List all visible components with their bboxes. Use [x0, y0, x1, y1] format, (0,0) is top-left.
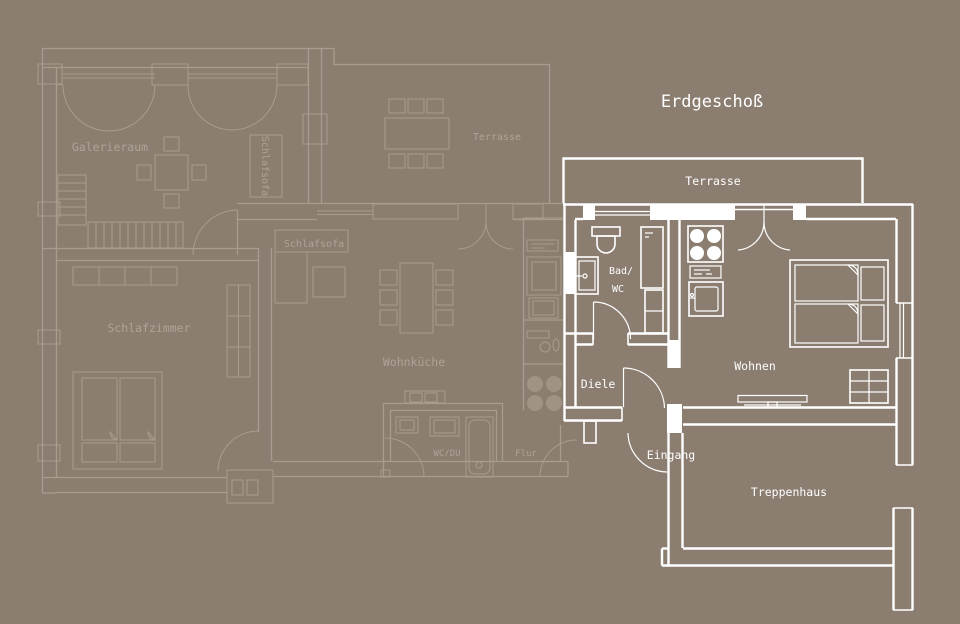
- kitchen-old: [522, 217, 566, 411]
- label-flur: Flur: [515, 449, 537, 459]
- highlighted-plan: [562, 157, 914, 611]
- terrace-table-old: [384, 98, 450, 169]
- label-wohnen: Wohnen: [734, 359, 776, 373]
- entry-door: [627, 432, 668, 473]
- shower-cabinet: [640, 226, 664, 334]
- label-treppenhaus: Treppenhaus: [751, 485, 827, 499]
- diele-door: [622, 367, 666, 409]
- label-terrasse-new: Terrasse: [685, 174, 740, 188]
- label-eingang: Eingang: [647, 448, 695, 462]
- label-galerieraum: Galerieraum: [72, 140, 148, 154]
- label-terrasse-old: Terrasse: [473, 132, 521, 143]
- label-diele: Diele: [581, 377, 616, 391]
- chimney: [226, 469, 274, 504]
- washbasin: [574, 256, 599, 295]
- toilet: [591, 226, 621, 254]
- label-bad-line1: Bad/: [609, 266, 633, 277]
- sideboard: [737, 394, 808, 408]
- label-wc-du: WC/DU: [433, 449, 460, 459]
- wardrobe: [72, 266, 178, 286]
- balcony-door: [737, 204, 791, 251]
- schlafsofa-box: [249, 134, 283, 198]
- sofa-old: [274, 229, 349, 304]
- shelf-old: [226, 284, 251, 378]
- entry-door-post: [667, 404, 682, 433]
- stairs: [57, 174, 184, 249]
- label-schlafsofa-vertical: Schlafsofa: [259, 136, 270, 196]
- label-schlafzimmer: Schlafzimmer: [107, 321, 190, 335]
- floor-title: Erdgeschoß: [661, 92, 763, 112]
- wc-du-room: [380, 390, 504, 478]
- bed-old: [72, 371, 163, 470]
- faded-plan: [37, 47, 578, 504]
- side-table: [849, 369, 889, 404]
- bad-door: [592, 301, 632, 340]
- double-bed: [789, 259, 889, 348]
- gallery-table: [136, 136, 207, 209]
- dining-table-old: [379, 262, 454, 334]
- kitchen-new: [687, 225, 724, 317]
- label-wohnkueche: Wohnküche: [383, 355, 445, 369]
- terrace-outline: [562, 157, 864, 203]
- label-bad-line2: WC: [612, 284, 624, 295]
- label-schlafsofa: Schlafsofa: [284, 239, 344, 250]
